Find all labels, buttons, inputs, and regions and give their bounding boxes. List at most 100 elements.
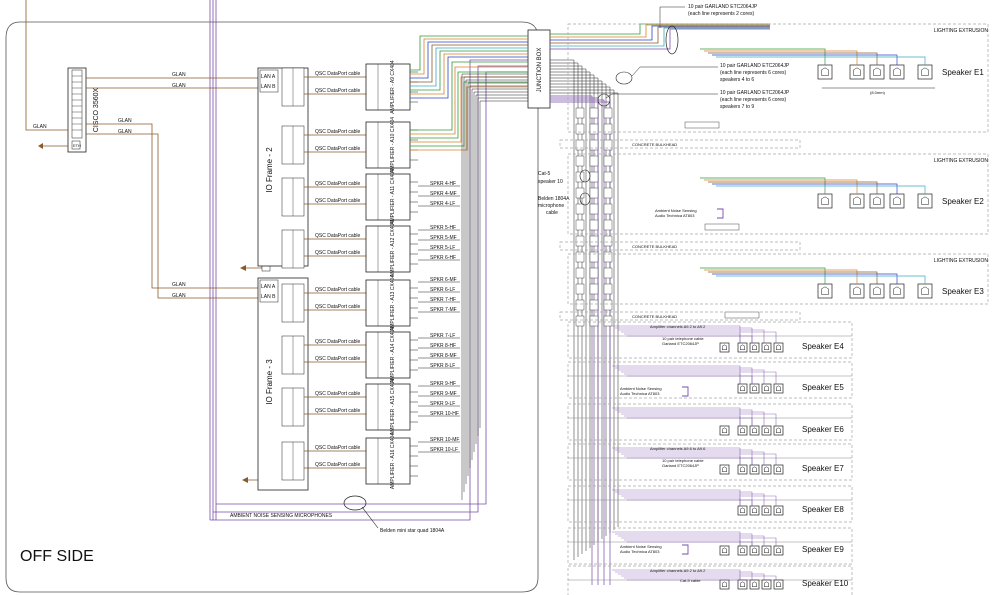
speaker-icon-small-cone (764, 507, 769, 513)
speaker-icon-small (719, 579, 730, 590)
garland-line (550, 26, 770, 44)
lighting-label: LIGHTING EXTRUSION (934, 258, 989, 264)
speaker-icon (817, 193, 833, 209)
speaker-icon-small-cone (740, 581, 745, 587)
speaker-icon-small (737, 464, 748, 475)
speaker-icon-small (749, 464, 760, 475)
speaker-icon-small (761, 383, 772, 394)
dataport-label: QSC DataPort cable (315, 339, 361, 345)
riser-terminal (603, 203, 613, 215)
speaker-icon (889, 283, 905, 299)
speaker-icon-small-cone (764, 344, 769, 350)
speaker-icon-small-cone (776, 344, 781, 350)
speaker-icon (917, 64, 933, 80)
speaker-icon-small (773, 425, 784, 436)
amplifier-label: AMPLIFIER - A14 CX404 (390, 327, 396, 383)
network-switch: CISCO 3560X ETH (67, 67, 100, 153)
speaker-icon-small (773, 383, 784, 394)
amp-channel-label: Amplifier channels A9.2 to A9.2 (650, 568, 706, 573)
speaker-icon-small-cone (722, 344, 727, 350)
riser-terminal (575, 123, 585, 135)
speaker-icon-small (749, 342, 760, 353)
speaker-icon-small-cone (764, 427, 769, 433)
lighting-zone (567, 23, 989, 133)
zone-feed (624, 539, 741, 546)
ambient-mic-label: Ambient Noise Sensing (655, 208, 697, 213)
speaker-icon-small-cone (764, 466, 769, 472)
belden-side-label-2: microphone (538, 203, 564, 209)
riser-terminal (589, 219, 599, 231)
zone-feed (627, 499, 753, 506)
garland-line (550, 25, 770, 41)
glan-label-1: GLAN (172, 72, 186, 78)
zone-feed (621, 575, 777, 580)
riser-terminal (603, 139, 613, 151)
zone-feed (624, 455, 741, 465)
amplifier-box (365, 225, 411, 273)
riser-terminal (575, 299, 585, 311)
speaker-icon-small (773, 579, 784, 590)
concrete-bulkhead (559, 311, 801, 321)
zone-feed (621, 331, 777, 343)
spkr-label: SPKR 4-HF (430, 181, 456, 187)
garland-low-2: (each line represents 6 cores) (720, 97, 786, 103)
riser-line (550, 74, 595, 545)
dataport-label: QSC DataPort cable (315, 304, 361, 310)
speaker-feed-line (477, 97, 528, 436)
dataport-label: QSC DataPort cable (315, 88, 361, 94)
speaker-label: Speaker E6 (802, 425, 844, 434)
trunk-line (410, 53, 528, 95)
amplifier-box (365, 121, 411, 169)
riser-terminal (603, 299, 613, 311)
spkr-label: SPKR 5-MF (430, 235, 457, 241)
frame3-lan-a: LAN A (261, 284, 276, 290)
dataport-label: QSC DataPort cable (315, 445, 361, 451)
speaker-icon-cone (853, 67, 861, 76)
trunk-line (410, 47, 528, 87)
speaker-zone (567, 403, 853, 441)
spkr-label: SPKR 4-MF (430, 191, 457, 197)
speaker-icon-small (737, 342, 748, 353)
zone-feed (627, 541, 753, 546)
amplifier-label: AMPLIFIER - A12 CX404 (390, 221, 396, 277)
garland-line (550, 24, 770, 38)
speaker-zone (567, 361, 853, 399)
cable-tag (724, 311, 760, 319)
amplifier-box (365, 173, 411, 221)
speaker-icon-small (773, 505, 784, 516)
spkr-label: SPKR 5-HF (430, 225, 456, 231)
zone-feed (627, 375, 753, 384)
speaker-icon-small-cone (722, 581, 727, 587)
riser-terminal (589, 139, 599, 151)
speaker-feed (704, 269, 858, 284)
riser-terminal (575, 187, 585, 199)
amplifier-label: AMPLIFIER - A9 CX404 (390, 60, 396, 114)
riser-line (550, 89, 615, 530)
tel-cable-model: Garland ETC2064JP (662, 341, 699, 346)
dataport-label: QSC DataPort cable (315, 408, 361, 414)
riser-terminal (603, 187, 613, 199)
riser-terminal (575, 251, 585, 263)
speaker-label: Speaker E9 (802, 545, 844, 554)
ambient-mic-model: Audio Technica AT803 (655, 213, 695, 218)
riser-line (550, 68, 587, 551)
speaker-feed (704, 179, 858, 194)
glan-label-6: GLAN (172, 293, 186, 299)
speaker-icon-small-cone (740, 466, 745, 472)
riser-mic-line (550, 101, 611, 585)
riser-terminal (603, 171, 613, 183)
cat5-side-label-1: Cat-5 (538, 171, 550, 177)
speaker-icon-small-cone (752, 344, 757, 350)
speaker-icon-small (749, 545, 760, 556)
speaker-icon-small-cone (776, 547, 781, 553)
speaker-icon-cone (921, 286, 929, 295)
speaker-feed-line (469, 85, 528, 468)
speaker-icon-small-cone (752, 385, 757, 391)
speaker-zone (567, 565, 853, 595)
speaker-icon-small-cone (776, 385, 781, 391)
spkr-label: SPKR 8-LF (430, 363, 455, 369)
speaker-icon-small-cone (752, 466, 757, 472)
